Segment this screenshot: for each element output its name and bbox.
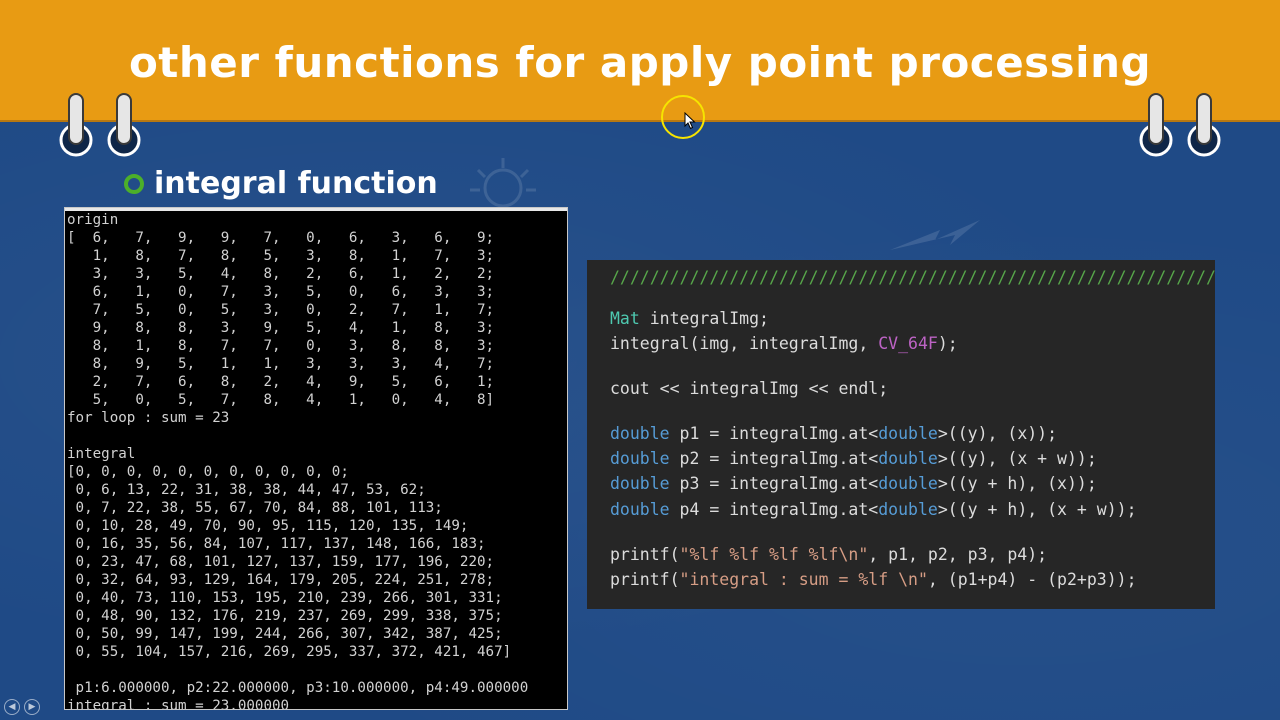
console-line: 6, 1, 0, 7, 3, 5, 0, 6, 3, 3; — [67, 284, 495, 300]
code-line-cout: cout << integralImg << endl; — [610, 379, 889, 398]
console-line: 0, 32, 64, 93, 129, 164, 179, 205, 224, … — [67, 572, 495, 588]
console-line — [67, 661, 567, 679]
console-line: 0, 40, 73, 110, 153, 195, 210, 239, 266,… — [67, 590, 503, 606]
console-title-bar — [65, 208, 567, 211]
cursor-arrow-icon — [684, 112, 696, 130]
slideshow-nav-controls: ◀ ▶ — [4, 699, 40, 715]
code-line-p4: double p4 = integralImg.at<double>((y + … — [610, 500, 1137, 519]
console-line: 0, 48, 90, 132, 176, 219, 237, 269, 299,… — [67, 608, 503, 624]
nav-prev-icon[interactable]: ◀ — [4, 699, 20, 715]
console-line: 0, 50, 99, 147, 199, 244, 266, 307, 342,… — [67, 626, 503, 642]
code-line-integral-call: integral(img, integralImg, CV_64F); — [610, 334, 958, 353]
console-line: 8, 9, 5, 1, 1, 3, 3, 3, 4, 7; — [67, 356, 495, 372]
console-line: 0, 23, 47, 68, 101, 127, 137, 159, 177, … — [67, 554, 495, 570]
console-line: 0, 55, 104, 157, 216, 269, 295, 337, 372… — [67, 644, 512, 660]
bullet-icon — [124, 173, 144, 194]
code-line-printf-2: printf("integral : sum = %lf \n", (p1+p4… — [610, 570, 1137, 589]
console-line: 0, 7, 22, 38, 55, 67, 70, 84, 88, 101, 1… — [67, 500, 443, 516]
console-line: 9, 8, 8, 3, 9, 5, 4, 1, 8, 3; — [67, 320, 495, 336]
slide-title: other functions for apply point processi… — [128, 38, 1152, 87]
binder-ring-icon — [1139, 93, 1221, 157]
console-line: integral : sum = 23.000000 — [67, 698, 290, 710]
console-line: 8, 1, 8, 7, 7, 0, 3, 8, 8, 3; — [67, 338, 495, 354]
console-text: origin [ 6, 7, 9, 9, 7, 0, 6, 3, 6, 9; 1,… — [65, 211, 567, 710]
code-line-comment: ////////////////////////////////////////… — [610, 268, 1215, 287]
code-line-p2: double p2 = integralImg.at<double>((y), … — [610, 449, 1097, 468]
section-heading: integral function — [124, 166, 438, 201]
section-heading-text: integral function — [154, 166, 438, 201]
code-line-mat-decl: Mat integralImg; — [610, 309, 769, 328]
console-line: p1:6.000000, p2:22.000000, p3:10.000000,… — [67, 680, 529, 696]
console-line: 7, 5, 0, 5, 3, 0, 2, 7, 1, 7; — [67, 302, 495, 318]
console-line: for loop : sum = 23 — [67, 410, 230, 426]
cursor-highlight-ring — [661, 95, 705, 139]
console-line: 0, 6, 13, 22, 31, 38, 38, 44, 47, 53, 62… — [67, 482, 426, 498]
console-line: [0, 0, 0, 0, 0, 0, 0, 0, 0, 0, 0; — [67, 464, 349, 480]
console-line: 3, 3, 5, 4, 8, 2, 6, 1, 2, 2; — [67, 266, 495, 282]
code-line-p1: double p1 = integralImg.at<double>((y), … — [610, 424, 1058, 443]
console-line: [ 6, 7, 9, 9, 7, 0, 6, 3, 6, 9; — [67, 230, 495, 246]
slide-header: other functions for apply point processi… — [0, 0, 1280, 122]
lightning-icon — [890, 220, 980, 250]
console-line: 0, 16, 35, 56, 84, 107, 117, 137, 148, 1… — [67, 536, 486, 552]
console-line: 2, 7, 6, 8, 2, 4, 9, 5, 6, 1; — [67, 374, 495, 390]
console-line: origin — [67, 212, 119, 228]
binder-ring-icon — [59, 93, 141, 157]
code-line-printf-1: printf("%lf %lf %lf %lf\n", p1, p2, p3, … — [610, 545, 1048, 564]
console-output-window: origin [ 6, 7, 9, 9, 7, 0, 6, 3, 6, 9; 1,… — [64, 207, 568, 710]
code-line-p3: double p3 = integralImg.at<double>((y + … — [610, 474, 1097, 493]
console-line: 5, 0, 5, 7, 8, 4, 1, 0, 4, 8] — [67, 392, 495, 408]
nav-next-icon[interactable]: ▶ — [24, 699, 40, 715]
lightbulb-icon — [470, 158, 536, 208]
console-line — [67, 427, 567, 445]
code-editor-panel: ////////////////////////////////////////… — [587, 260, 1215, 609]
console-line: 1, 8, 7, 8, 5, 3, 8, 1, 7, 3; — [67, 248, 495, 264]
console-line: integral — [67, 446, 136, 462]
console-line: 0, 10, 28, 49, 70, 90, 95, 115, 120, 135… — [67, 518, 469, 534]
